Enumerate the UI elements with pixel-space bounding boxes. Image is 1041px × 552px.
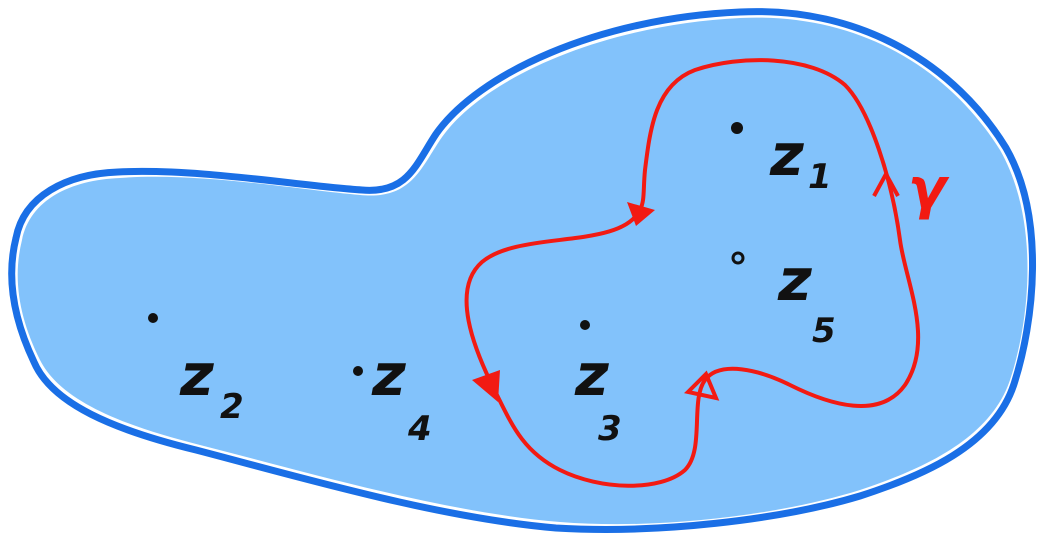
- label-z5: z: [777, 246, 812, 314]
- label-z1: z: [769, 121, 804, 189]
- point-z3: [580, 320, 590, 330]
- label-z2: z: [179, 341, 214, 409]
- domain-region: [17, 17, 1028, 525]
- label-z5-subscript: 5: [812, 311, 836, 351]
- label-z3: z: [574, 341, 609, 409]
- label-z1-subscript: 1: [808, 157, 832, 197]
- domain-boundary: [8, 8, 1036, 533]
- point-z4: [353, 366, 363, 376]
- gamma-arrow-left: [472, 370, 500, 402]
- label-z4: z: [371, 341, 406, 409]
- gamma-arrow-right: [872, 169, 900, 197]
- label-z4-subscript: 4: [407, 409, 432, 449]
- point-z5: [731, 251, 745, 265]
- point-z2: [148, 313, 158, 323]
- point-z1: [731, 122, 743, 134]
- gamma-contour: [464, 58, 921, 488]
- label-z3-subscript: 3: [598, 409, 622, 449]
- gamma-arrow-top: [627, 202, 655, 226]
- gamma-arrow-bottom: [683, 370, 720, 401]
- label-gamma: γ: [908, 157, 950, 222]
- label-z2-subscript: 2: [220, 387, 244, 427]
